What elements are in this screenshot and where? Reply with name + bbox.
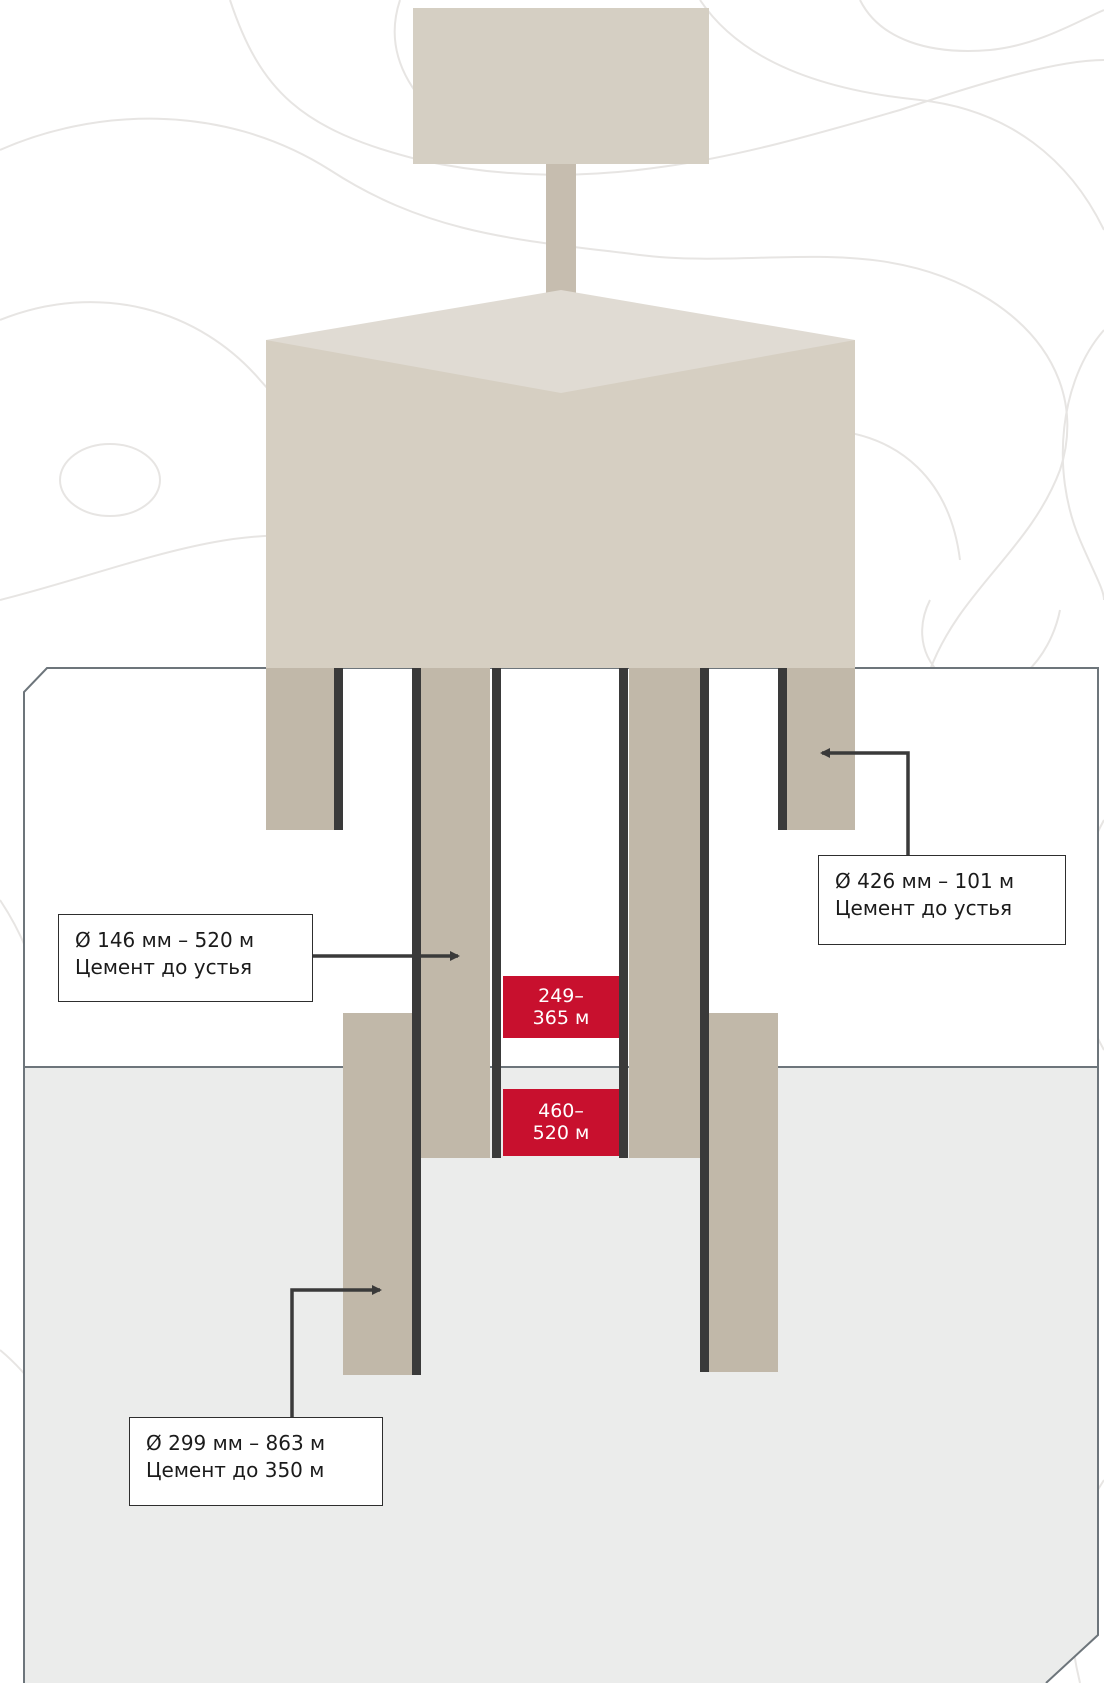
cement-intermediate-left [343, 1013, 414, 1375]
callout-casing-299-cement: Цемент до 350 м [146, 1458, 325, 1482]
perforation-lower-label: 460– 520 м [503, 1100, 619, 1144]
wellhead-top-box [413, 8, 709, 164]
callout-casing-426: Ø 426 мм – 101 м Цемент до устья [818, 855, 1066, 945]
casing-426-pipe-right [778, 668, 787, 830]
perforation-lower [503, 1089, 619, 1156]
arrow-casing-426 [820, 748, 910, 872]
callout-casing-299: Ø 299 мм – 863 м Цемент до 350 м [129, 1417, 383, 1506]
casing-299-pipe-left [412, 668, 421, 1375]
cement-production-right [629, 668, 701, 1158]
cement-intermediate-right [707, 1013, 778, 1372]
casing-146-pipe-right [619, 668, 628, 1158]
callout-casing-426-diameter: Ø 426 мм – 101 м [835, 869, 1015, 893]
casing-146-pipe-left [492, 668, 501, 1158]
cement-conductor-left [266, 668, 338, 830]
perforation-upper [503, 976, 619, 1038]
perforation-upper-depth-start: 249– [538, 985, 584, 1007]
wellhead-block-top-face [266, 290, 855, 393]
casing-299-pipe-right [700, 668, 709, 1372]
callout-casing-146-cement: Цемент до устья [75, 955, 253, 979]
wellhead-block [266, 340, 855, 668]
perforation-upper-label: 249– 365 м [503, 985, 619, 1029]
perforation-lower-depth-end: 520 м [532, 1122, 590, 1144]
callout-casing-299-diameter: Ø 299 мм – 863 м [146, 1431, 326, 1455]
cement-production-left [418, 668, 490, 1158]
callout-casing-146-diameter: Ø 146 мм – 520 м [75, 928, 255, 952]
casing-426-pipe-left [334, 668, 343, 830]
arrow-casing-299 [290, 1285, 382, 1418]
ground-lower-section [24, 1067, 1098, 1683]
perforation-upper-depth-end: 365 м [532, 1007, 590, 1029]
callout-casing-426-cement: Цемент до устья [835, 896, 1013, 920]
perforation-lower-depth-start: 460– [538, 1100, 584, 1122]
cement-conductor-right [783, 668, 855, 830]
callout-casing-146: Ø 146 мм – 520 м Цемент до устья [58, 914, 313, 1002]
